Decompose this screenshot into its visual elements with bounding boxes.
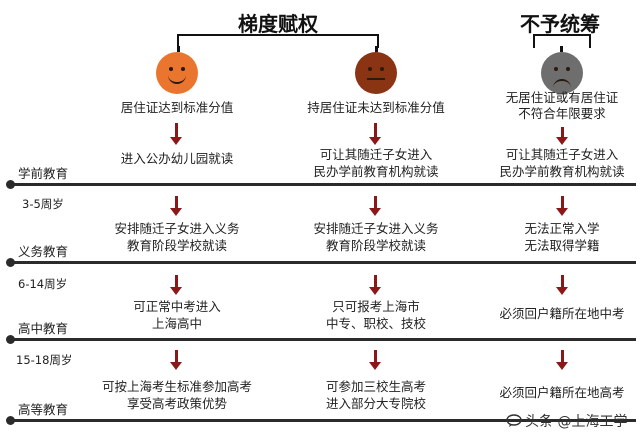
timeline-line: [10, 419, 636, 422]
bracket-stem-col2: [375, 46, 378, 52]
down-arrow-icon: [561, 196, 564, 208]
down-arrow-icon: [556, 287, 568, 295]
cell-compulsory-col2: 安排随迁子女进入义务 教育阶段学校就读: [276, 220, 476, 254]
cell-higher-col3: 必须回户籍所在地高考: [462, 384, 640, 401]
timeline-line: [10, 338, 636, 341]
down-arrow-icon: [369, 287, 381, 295]
cell-line: 无法取得学籍: [524, 238, 600, 253]
cell-line: 无法正常入学: [524, 221, 600, 236]
cell-line: 必须回户籍所在地高考: [499, 385, 625, 400]
watermark: 头条 @上海工学: [506, 411, 627, 431]
cell-line: 可参加三校生高考: [325, 379, 426, 394]
condition-col3-line2: 不符合年限要求: [518, 106, 606, 121]
cell-preschool-col1: 进入公办幼儿园就读: [77, 150, 277, 167]
cell-line: 享受高考政策优势: [126, 396, 227, 411]
condition-col3: 无居住证或有居住证 不符合年限要求: [462, 90, 640, 122]
down-arrow-icon: [374, 196, 377, 208]
down-arrow-icon: [170, 137, 182, 145]
condition-col1-line1: 居住证达到标准分值: [120, 100, 234, 115]
timeline-line: [10, 183, 636, 186]
age-label-highschool: 15-18周岁: [16, 353, 73, 367]
cell-line: 必须回户籍所在地中考: [499, 306, 625, 321]
cell-line: 进入部分大专院校: [325, 396, 426, 411]
down-arrow-icon: [170, 362, 182, 370]
stage-label-highschool: 高中教育: [18, 321, 69, 336]
down-arrow-icon: [369, 208, 381, 216]
cell-line: 中专、职校、技校: [325, 316, 426, 331]
cell-compulsory-col3: 无法正常入学 无法取得学籍: [462, 220, 640, 254]
cell-line: 可让其随迁子女进入: [319, 147, 433, 162]
cell-line: 安排随迁子女进入义务: [114, 221, 240, 236]
neutral-face-icon: [355, 52, 397, 94]
down-arrow-icon: [556, 137, 568, 145]
header-no-coverage: 不予统筹: [520, 12, 600, 36]
down-arrow-icon: [561, 350, 564, 362]
cell-line: 教育阶段学校就读: [325, 238, 426, 253]
down-arrow-icon: [556, 208, 568, 216]
cell-line: 只可报考上海市: [332, 299, 420, 314]
cell-line: 上海高中: [151, 316, 202, 331]
condition-col1: 居住证达到标准分值: [77, 100, 277, 116]
down-arrow-icon: [170, 208, 182, 216]
age-label-preschool: 3-5周岁: [22, 197, 64, 211]
cell-compulsory-col1: 安排随迁子女进入义务 教育阶段学校就读: [77, 220, 277, 254]
cell-highschool-col3: 必须回户籍所在地中考: [462, 305, 640, 322]
down-arrow-icon: [561, 275, 564, 287]
cell-line: 安排随迁子女进入义务: [313, 221, 439, 236]
cell-preschool-col3: 可让其随迁子女进入 民办学前教育机构就读: [462, 146, 640, 180]
timeline-line: [10, 261, 636, 264]
down-arrow-icon: [561, 127, 564, 137]
bracket-gradient: [177, 34, 379, 48]
down-arrow-icon: [374, 275, 377, 287]
down-arrow-icon: [374, 123, 377, 137]
watermark-text: 头条 @上海工学: [525, 414, 628, 430]
down-arrow-icon: [175, 350, 178, 362]
bracket-no-coverage: [533, 34, 591, 48]
down-arrow-icon: [175, 123, 178, 137]
cell-line: 民办学前教育机构就读: [313, 164, 439, 179]
condition-col2-line1: 持居住证未达到标准分值: [307, 100, 445, 115]
cell-line: 可让其随迁子女进入: [505, 147, 619, 162]
cell-highschool-col1: 可正常中考进入 上海高中: [77, 298, 277, 332]
chat-bubble-icon: [506, 414, 522, 427]
down-arrow-icon: [369, 137, 381, 145]
smiley-face-icon: [156, 52, 198, 94]
down-arrow-icon: [374, 350, 377, 362]
cell-line: 进入公办幼儿园就读: [120, 151, 234, 166]
condition-col3-line1: 无居住证或有居住证: [505, 90, 619, 105]
bracket-stem-col3: [560, 46, 563, 52]
condition-col2: 持居住证未达到标准分值: [276, 100, 476, 116]
cell-higher-col1: 可按上海考生标准参加高考 享受高考政策优势: [77, 378, 277, 412]
bracket-stem-col1: [177, 46, 180, 52]
cell-preschool-col2: 可让其随迁子女进入 民办学前教育机构就读: [276, 146, 476, 180]
cell-line: 可正常中考进入: [133, 299, 221, 314]
stage-label-compulsory: 义务教育: [18, 244, 69, 259]
header-gradient-rights: 梯度赋权: [238, 12, 318, 36]
cell-line: 民办学前教育机构就读: [499, 164, 625, 179]
cell-higher-col2: 可参加三校生高考 进入部分大专院校: [276, 378, 476, 412]
cell-highschool-col2: 只可报考上海市 中专、职校、技校: [276, 298, 476, 332]
down-arrow-icon: [369, 362, 381, 370]
stage-label-higher: 高等教育: [18, 402, 69, 417]
cell-line: 可按上海考生标准参加高考: [101, 379, 252, 394]
down-arrow-icon: [175, 275, 178, 287]
cell-line: 教育阶段学校就读: [126, 238, 227, 253]
stage-label-preschool: 学前教育: [18, 166, 69, 181]
sad-face-icon: [541, 52, 583, 94]
age-label-compulsory: 6-14周岁: [18, 277, 68, 291]
down-arrow-icon: [170, 287, 182, 295]
down-arrow-icon: [556, 362, 568, 370]
down-arrow-icon: [175, 196, 178, 208]
